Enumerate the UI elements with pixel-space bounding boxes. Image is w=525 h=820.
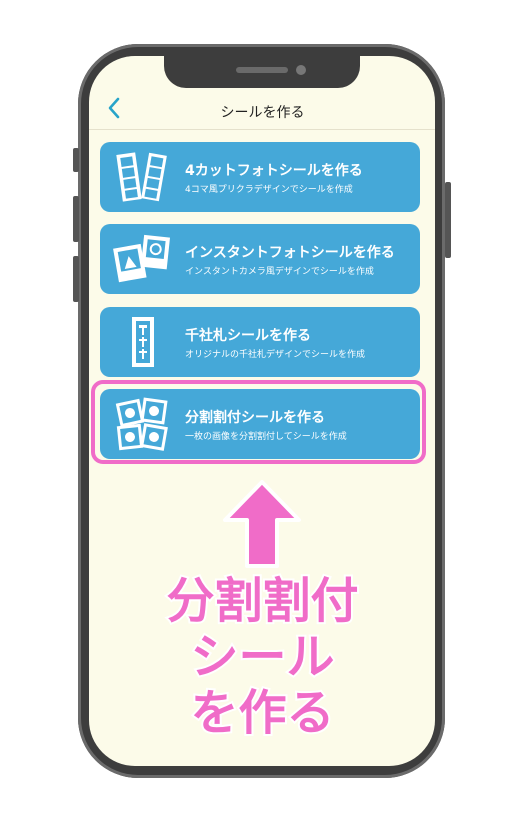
menu-item-four-cut-photo[interactable]: 4カットフォトシールを作る 4コマ風プリクラデザインでシールを作成 bbox=[100, 142, 420, 212]
senjafuda-icon bbox=[112, 315, 172, 369]
page-title: シールを作る bbox=[220, 105, 305, 121]
menu-item-subtitle: インスタントカメラ風デザインでシールを作成 bbox=[185, 267, 374, 277]
menu-item-title: 千社札シールを作る bbox=[185, 328, 311, 344]
menu-item-subtitle: 一枚の画像を分割割付してシールを作成 bbox=[185, 432, 347, 442]
mute-switch bbox=[73, 148, 79, 172]
menu-item-subtitle: オリジナルの千社札デザインでシールを作成 bbox=[185, 350, 366, 360]
menu-item-title: インスタントフォトシールを作る bbox=[185, 245, 395, 261]
annotation-line-3: を作る bbox=[188, 684, 336, 742]
speaker bbox=[236, 67, 288, 73]
instant-photo-icon bbox=[112, 232, 172, 286]
annotation-line-1: 分割割付 bbox=[164, 572, 360, 630]
menu-item-split-image[interactable]: 分割割付シールを作る 一枚の画像を分割割付してシールを作成 bbox=[100, 389, 420, 459]
power-button bbox=[445, 182, 451, 258]
four-cut-photo-icon bbox=[112, 150, 172, 204]
annotation-line-2: シール bbox=[188, 628, 336, 686]
chevron-left-icon[interactable] bbox=[106, 96, 122, 125]
split-image-icon bbox=[112, 397, 172, 451]
arrow-up-icon bbox=[221, 478, 303, 574]
menu-item-instant-photo[interactable]: インスタントフォトシールを作る インスタントカメラ風デザインでシールを作成 bbox=[100, 224, 420, 294]
menu-item-title: 分割割付シールを作る bbox=[185, 410, 325, 426]
volume-up-button bbox=[73, 196, 79, 242]
header-divider bbox=[89, 129, 435, 130]
menu-item-senjafuda[interactable]: 千社札シールを作る オリジナルの千社札デザインでシールを作成 bbox=[100, 307, 420, 377]
front-camera bbox=[296, 65, 306, 75]
highlight-frame bbox=[91, 380, 426, 464]
menu-item-title: 4カットフォトシールを作る bbox=[185, 163, 363, 179]
menu-item-subtitle: 4コマ風プリクラデザインでシールを作成 bbox=[185, 185, 353, 195]
volume-down-button bbox=[73, 256, 79, 302]
